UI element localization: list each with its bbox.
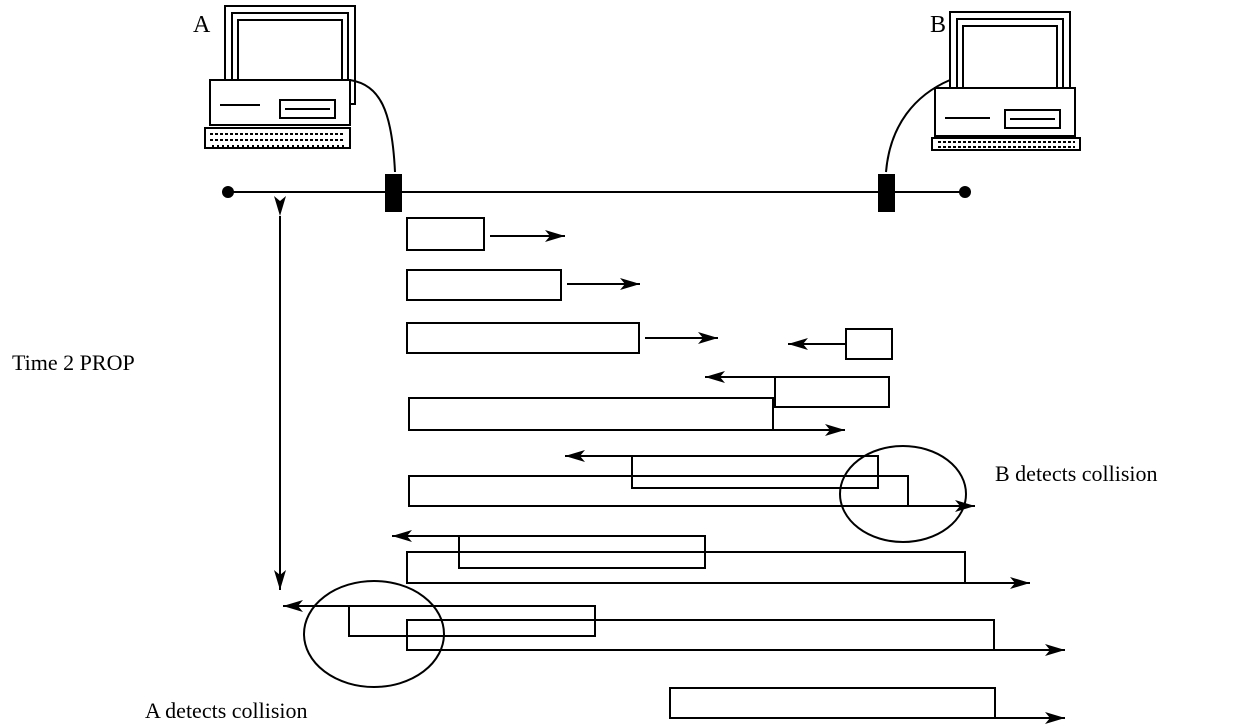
station-b-label: B [930, 12, 946, 38]
computer-b-icon [931, 11, 1081, 151]
frame-a-step4 [408, 397, 774, 431]
frame-a-step1 [406, 217, 485, 251]
transceiver-a [385, 174, 402, 212]
frame-b-step4 [774, 376, 890, 408]
station-a-label: A [193, 12, 211, 38]
computer-a-icon [204, 5, 356, 149]
computer-a-cable [349, 79, 396, 173]
frame-a-step3 [406, 322, 640, 354]
frame-b-step3 [845, 328, 893, 360]
frame-a-step2 [406, 269, 562, 301]
frame-a-step8 [669, 687, 996, 719]
time-label: Time 2 PROP [12, 350, 135, 375]
a-detects-ellipse [303, 580, 445, 688]
b-detects-ellipse [839, 445, 967, 543]
bus-line [222, 174, 971, 212]
frame-b-step5 [631, 455, 879, 489]
a-detects-label: A detects collision [145, 698, 308, 723]
frame-a-step5 [408, 475, 909, 507]
frame-a-step7 [406, 619, 995, 651]
computer-b-cable [885, 79, 951, 173]
transceiver-b [878, 174, 895, 212]
frame-a-step6 [406, 551, 966, 584]
b-detects-label: B detects collision [995, 461, 1158, 486]
